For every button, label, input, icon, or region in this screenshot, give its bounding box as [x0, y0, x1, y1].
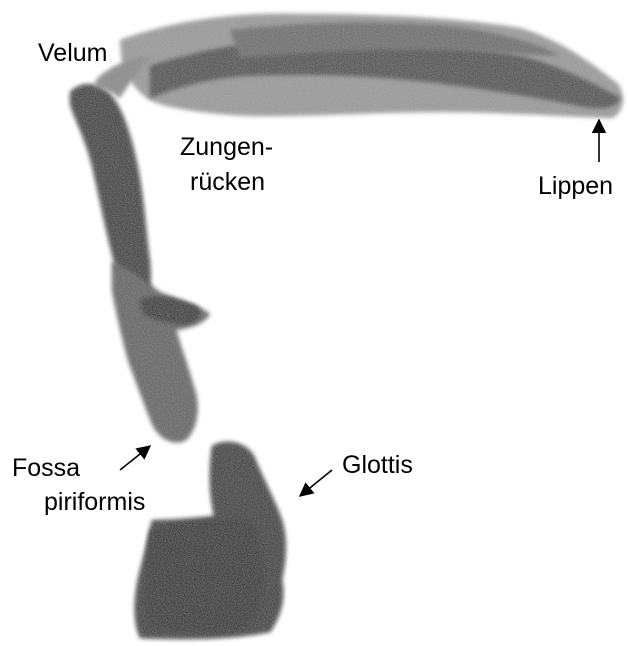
label-lippen: Lippen: [538, 172, 613, 200]
velum-region: [70, 84, 151, 304]
label-fossa-line2: piriformis: [44, 488, 145, 516]
trachea-black: [145, 519, 263, 632]
arrow-glottis: [300, 470, 332, 496]
arrow-fossa-piriformis: [120, 446, 150, 470]
label-velum: Velum: [38, 39, 107, 67]
label-fossa-line1: Fossa: [12, 454, 80, 482]
vocal-tract-shape: [70, 14, 623, 639]
label-zungenruecken-line2: rücken: [190, 168, 265, 196]
label-zungenruecken-line1: Zungen-: [180, 133, 273, 161]
pharynx-region: [112, 262, 210, 442]
label-glottis: Glottis: [342, 451, 413, 479]
